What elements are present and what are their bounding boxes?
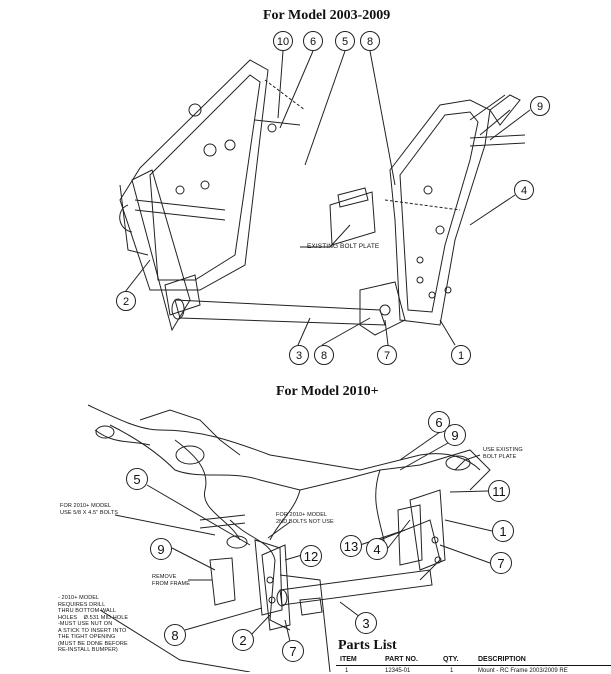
- note-use-existing-bolt-plate: USE EXISTING BOLT PLATE: [483, 447, 523, 460]
- callout-b-12: 12: [300, 545, 322, 567]
- callout-b-7-lower: 7: [282, 640, 304, 662]
- note-2nd-bolts-not-used: FOR 2010+ MODEL 2ND BOLTS NOT USE: [276, 512, 334, 525]
- callout-b-13: 13: [340, 535, 362, 557]
- callout-b-2: 2: [232, 629, 254, 651]
- callout-3: 3: [289, 345, 309, 365]
- callout-b-8: 8: [164, 624, 186, 646]
- label-existing-bolt-plate: EXISTING BOLT PLATE: [307, 243, 380, 250]
- callout-b-6: 6: [428, 411, 450, 433]
- note-5-8-bolts: FOR 2010+ MODEL USE 5/8 X 4.5" BOLTS: [60, 503, 118, 516]
- callout-b-3: 3: [355, 612, 377, 634]
- callout-4: 4: [514, 180, 534, 200]
- callout-b-9-left: 9: [150, 538, 172, 560]
- parts-row-qty: 1: [450, 668, 454, 674]
- title-model-2010-plus: For Model 2010+: [276, 384, 379, 399]
- parts-row-description: Mount - RC Frame 2003/2009 RE: [478, 668, 568, 674]
- callout-8-lower: 8: [314, 345, 334, 365]
- callout-2: 2: [116, 291, 136, 311]
- callout-6: 6: [303, 31, 323, 51]
- left-mount-bracket: [119, 59, 306, 332]
- parts-row-part-no: 12345-01: [385, 668, 411, 674]
- right-mount-bracket: [384, 94, 526, 326]
- callout-b-7: 7: [490, 552, 512, 574]
- parts-header-rule: [336, 665, 611, 666]
- parts-header-part-no: PART NO.: [385, 656, 418, 663]
- callout-1: 1: [451, 345, 471, 365]
- callout-b-4: 4: [366, 538, 388, 560]
- parts-header-item: ITEM: [340, 656, 357, 663]
- note-drill-instructions: - 2010+ MODEL REQUIRES DRILL THRU BOTTOM…: [58, 595, 129, 653]
- parts-list-title: Parts List: [338, 638, 397, 653]
- callout-b-11: 11: [488, 480, 510, 502]
- callout-b-9: 9: [444, 424, 466, 446]
- cross-tube: [164, 274, 406, 336]
- callout-5: 5: [335, 31, 355, 51]
- parts-header-qty: QTY.: [443, 656, 459, 663]
- callout-b-5: 5: [126, 468, 148, 490]
- callout-8: 8: [360, 31, 380, 51]
- parts-header-description: DESCRIPTION: [478, 656, 526, 663]
- bottom-mounts: [199, 489, 446, 631]
- callout-7: 7: [377, 345, 397, 365]
- callout-9: 9: [530, 96, 550, 116]
- title-model-2003-2009: For Model 2003-2009: [263, 8, 391, 23]
- callout-10: 10: [273, 31, 293, 51]
- parts-row-item: 1: [345, 668, 349, 674]
- note-remove-from-frame: REMOVE FROM FRAME: [152, 574, 190, 587]
- bolt-plate: [329, 187, 376, 246]
- callout-b-1: 1: [492, 520, 514, 542]
